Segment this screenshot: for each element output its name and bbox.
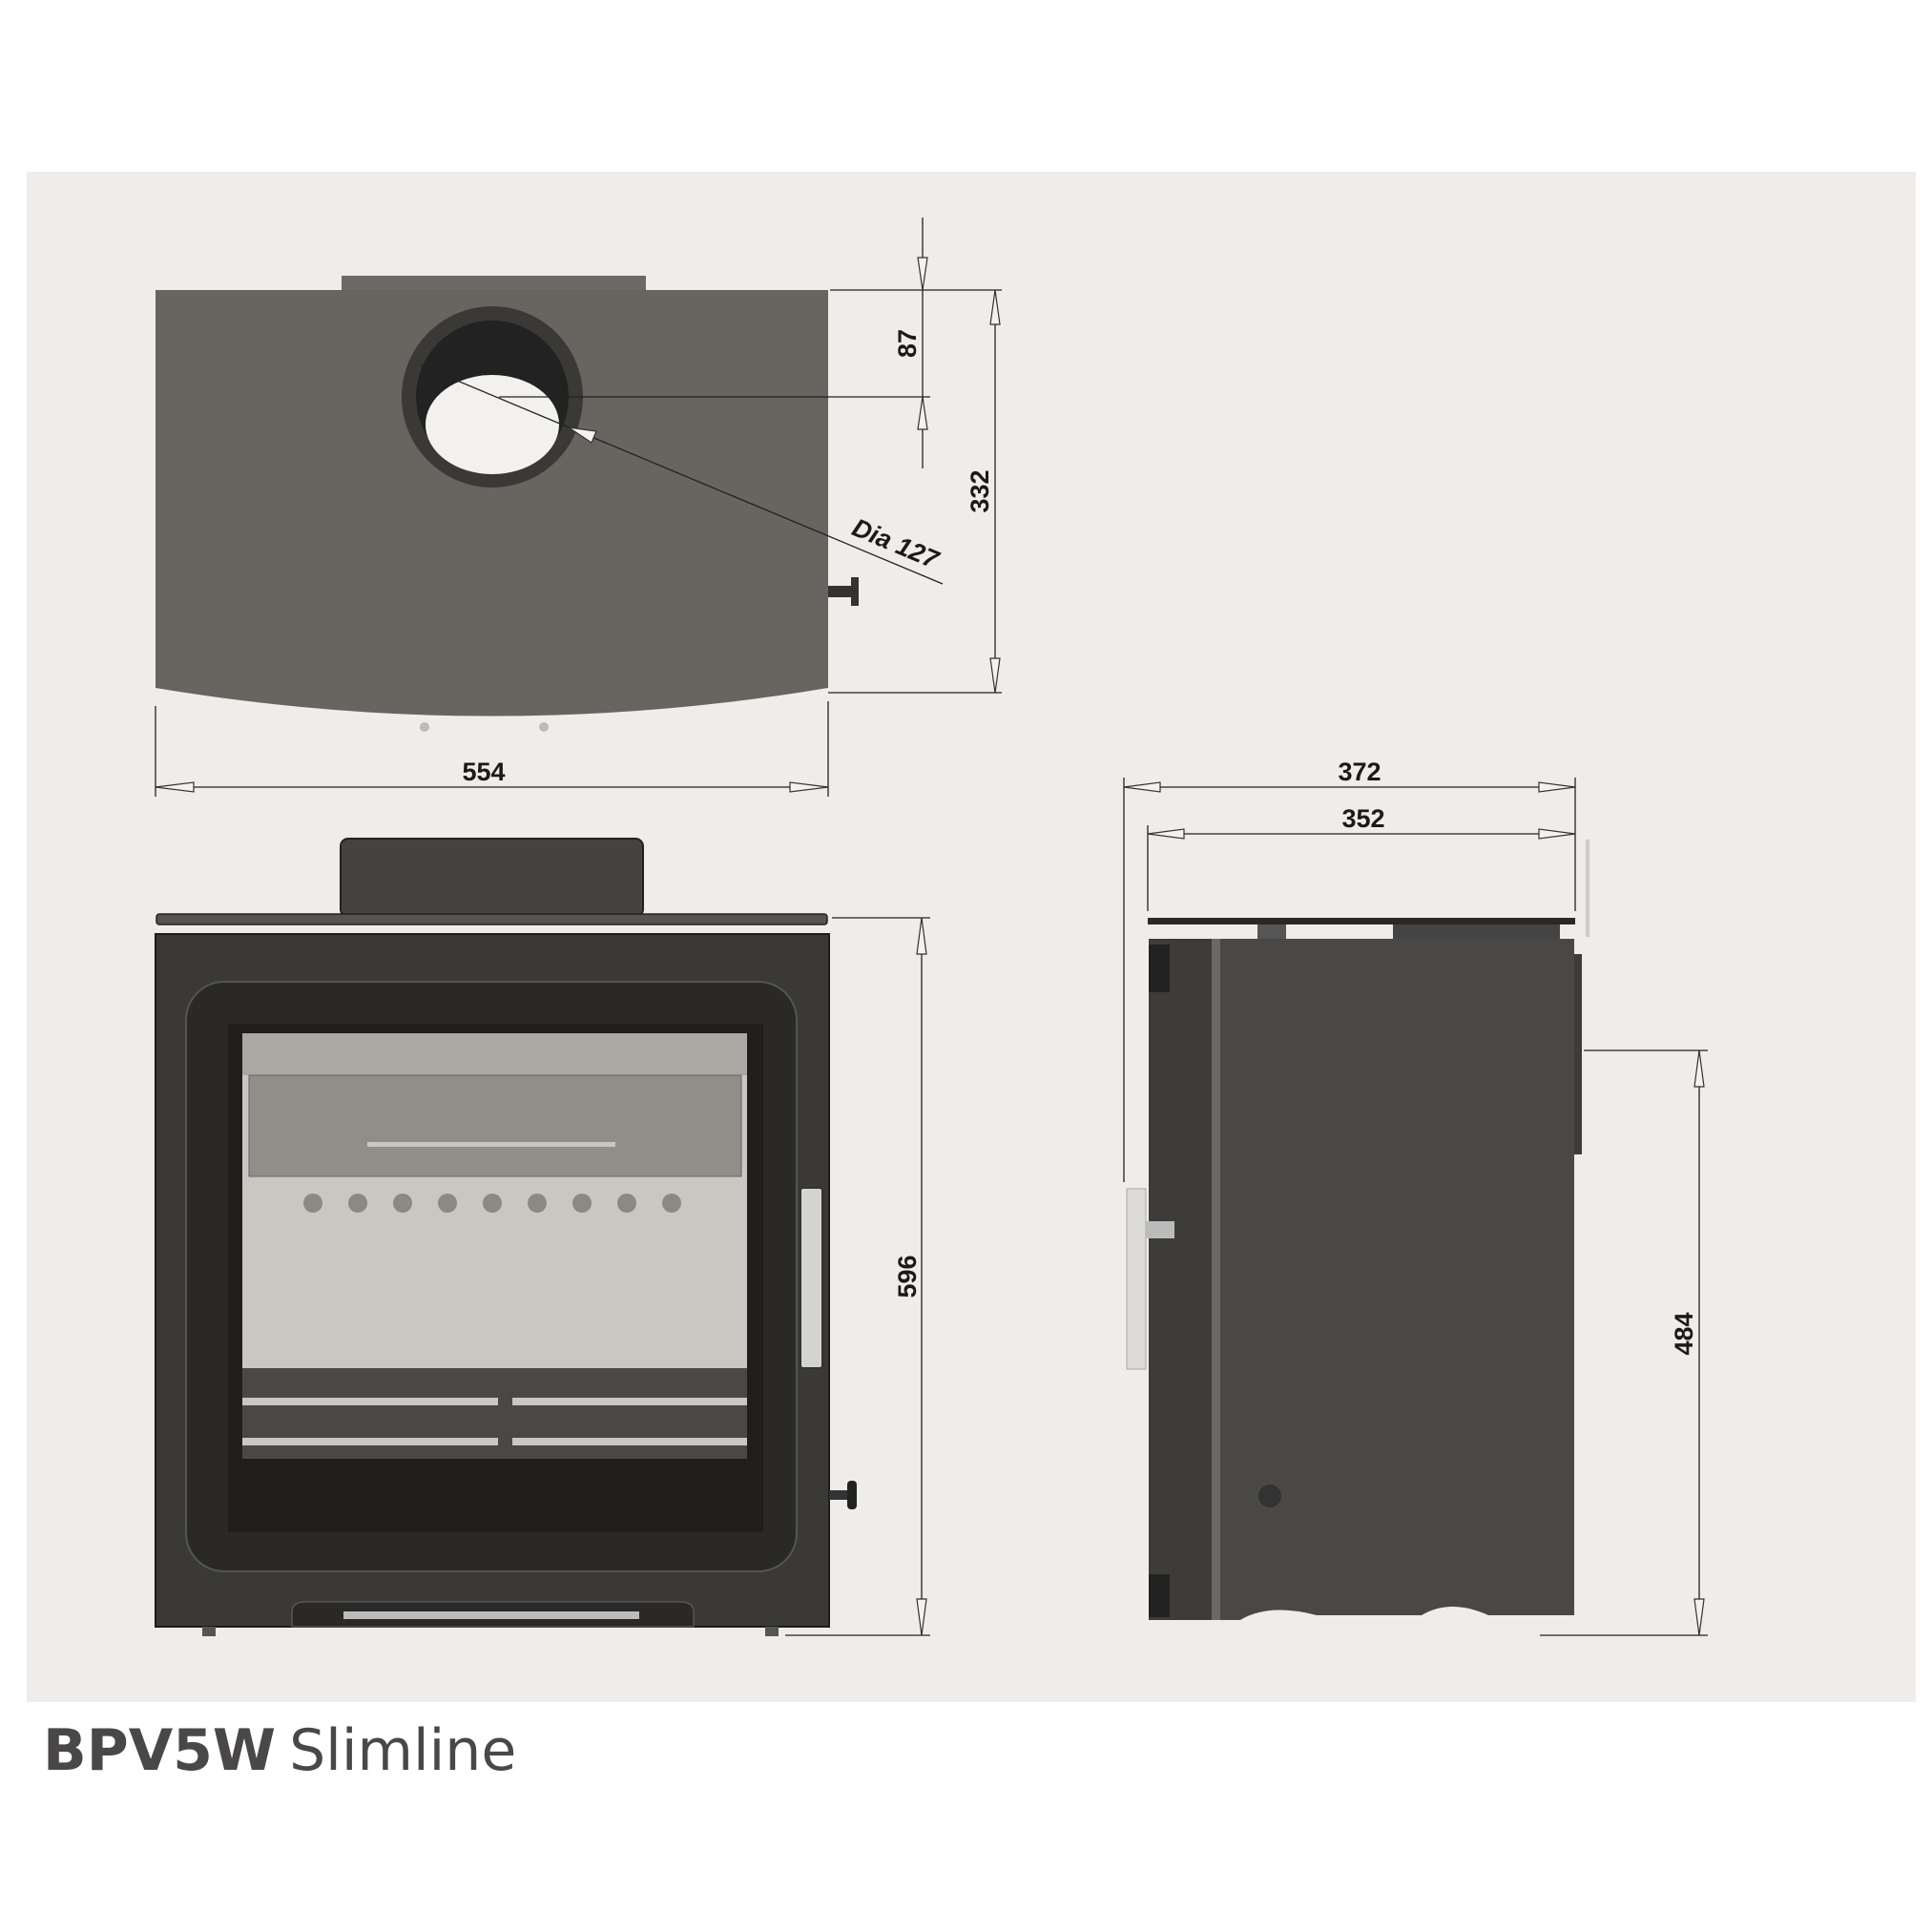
depth-label: 332 (966, 469, 994, 512)
top-plate-side (1148, 918, 1575, 924)
flue-box (340, 838, 644, 918)
door-side (1149, 939, 1220, 1620)
body-depth-label: 352 (1341, 804, 1384, 833)
overall-depth-label: 372 (1338, 758, 1381, 786)
door-handle-side (1126, 1188, 1147, 1370)
door-handle (800, 1187, 823, 1369)
front-view-dimensions: 596 (785, 917, 930, 1636)
air-control-knob (829, 1490, 850, 1500)
height-label: 596 (893, 1255, 922, 1298)
air-holes (303, 1194, 681, 1213)
model-variant: Slimline (289, 1717, 516, 1784)
air-control-knob-side (1258, 1485, 1281, 1507)
control-knob-top (828, 586, 857, 597)
top-plate (342, 276, 646, 291)
baffle (248, 1074, 742, 1177)
stove-body-side (1220, 939, 1574, 1620)
front-view (155, 838, 857, 1636)
model-name: BPV5W (43, 1717, 276, 1784)
top-view (156, 276, 859, 732)
flue-offset-label: 87 (893, 329, 922, 358)
flue-inner-light (426, 375, 559, 474)
side-view-dimensions: 372 352 484 (1123, 758, 1708, 1636)
width-label: 554 (462, 758, 505, 786)
side-view (1126, 840, 1589, 1620)
top-plate-front (156, 913, 828, 925)
flue-height-label: 484 (1670, 1312, 1698, 1355)
